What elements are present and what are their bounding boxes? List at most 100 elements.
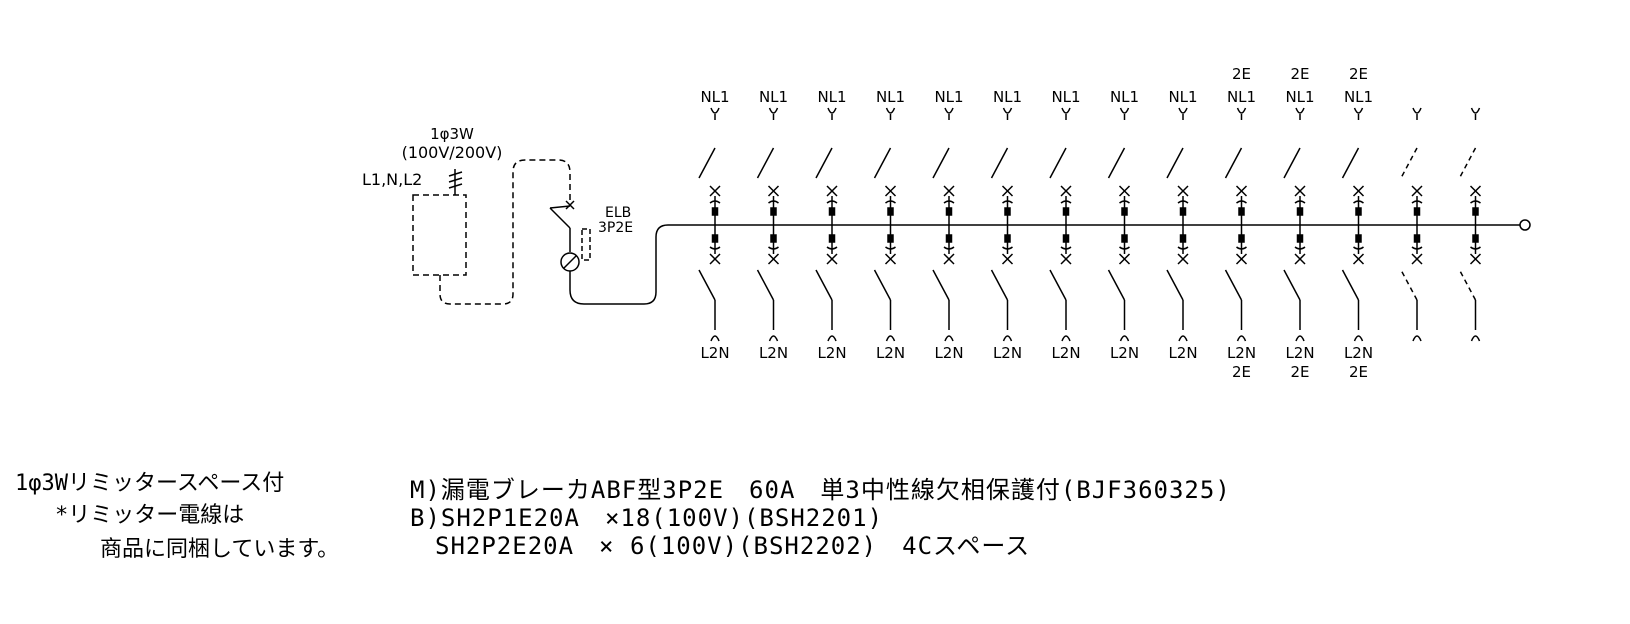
bottom-cross xyxy=(1411,253,1423,265)
top-contact xyxy=(887,207,894,216)
branch-top-label: NL1 xyxy=(700,88,729,106)
bottom-arc xyxy=(1470,246,1481,250)
bottom-cross xyxy=(1469,253,1482,265)
bottom-switch-blade xyxy=(873,269,892,301)
top-arc xyxy=(1353,200,1364,204)
bottom-arc xyxy=(1119,246,1130,250)
top-terminal xyxy=(1061,107,1071,114)
top-switch-blade xyxy=(1400,147,1418,179)
bottom-terminal xyxy=(1295,335,1305,342)
top-contact xyxy=(711,207,719,216)
bottom-terminal xyxy=(1353,335,1364,342)
bottom-cross xyxy=(884,253,897,265)
bottom-cross xyxy=(767,253,780,265)
bottom-contact xyxy=(1179,234,1187,243)
bottom-terminal xyxy=(1470,335,1481,342)
top-cross xyxy=(1352,185,1365,197)
bottom-switch-blade xyxy=(698,269,716,301)
bottom-contact xyxy=(1121,234,1128,243)
branch-bottom-label: L2N xyxy=(700,344,729,362)
top-cross xyxy=(1411,185,1423,197)
top-arc xyxy=(1236,200,1247,204)
bottom-switch-blade xyxy=(756,269,775,301)
top-terminal xyxy=(885,107,896,114)
top-terminal xyxy=(768,107,779,114)
top-switch-blade xyxy=(1166,147,1184,179)
top-cross xyxy=(1235,185,1248,197)
top-contact xyxy=(945,207,953,216)
branch-top-label-2e: 2E xyxy=(1349,65,1368,83)
top-arc xyxy=(1119,200,1130,204)
branch-bottom-label: L2N xyxy=(993,344,1022,362)
branch-top-label-2e: 2E xyxy=(1290,65,1309,83)
bottom-terminal xyxy=(1178,335,1188,342)
bottom-switch-blade xyxy=(815,269,833,301)
main-breaker-label-1: ELB xyxy=(605,205,631,221)
top-terminal xyxy=(944,107,954,114)
bottom-cross xyxy=(1118,253,1131,265)
top-switch-blade xyxy=(1107,147,1126,179)
limiter-space-box xyxy=(412,194,467,276)
top-cross xyxy=(826,185,838,197)
bottom-arc xyxy=(1411,246,1423,250)
bottom-cross xyxy=(1060,253,1072,265)
top-terminal xyxy=(1412,107,1422,114)
bottom-cross xyxy=(826,253,838,265)
bottom-terminal xyxy=(827,335,837,342)
top-cross xyxy=(943,185,955,197)
bottom-cross xyxy=(1235,253,1248,265)
bottom-contact xyxy=(1296,234,1304,243)
top-arc xyxy=(1060,200,1072,204)
branch-bottom-label: L2N xyxy=(934,344,963,362)
bottom-switch-blade xyxy=(1400,269,1418,301)
branch-bottom-label: L2N xyxy=(1285,344,1314,362)
branch-top-label: NL1 xyxy=(759,88,788,106)
bottom-terminal xyxy=(1061,335,1071,342)
three-wire-ticks xyxy=(448,169,463,195)
top-terminal xyxy=(1470,107,1481,114)
branch-bottom-label: L2N xyxy=(876,344,905,362)
top-switch-blade xyxy=(873,147,892,179)
branch-top-label: NL1 xyxy=(876,88,905,106)
top-arc xyxy=(826,200,838,204)
top-terminal xyxy=(1236,107,1247,114)
branch-circuit xyxy=(1400,107,1423,342)
top-contact xyxy=(1355,207,1362,216)
top-terminal xyxy=(1178,107,1188,114)
top-switch-blade xyxy=(1283,147,1301,179)
top-contact xyxy=(770,207,777,216)
bottom-arc xyxy=(1236,246,1247,250)
top-contact xyxy=(1413,207,1421,216)
bottom-cross xyxy=(1001,253,1014,265)
top-switch-blade xyxy=(1049,147,1067,179)
supply-voltage-label: (100V/200V) xyxy=(402,143,503,162)
bottom-terminal xyxy=(885,335,896,342)
bottom-contact xyxy=(1413,234,1421,243)
top-terminal xyxy=(1295,107,1305,114)
top-cross xyxy=(1060,185,1072,197)
branch-bottom-label-2e: 2E xyxy=(1232,363,1251,381)
top-arc xyxy=(768,200,779,204)
bottom-terminal xyxy=(710,335,720,342)
bottom-cross xyxy=(943,253,955,265)
top-contact xyxy=(1179,207,1187,216)
branch-bottom-label: L2N xyxy=(759,344,788,362)
bottom-switch-blade xyxy=(1224,269,1243,301)
bottom-switch-blade xyxy=(1458,269,1477,301)
top-terminal xyxy=(1353,107,1364,114)
supply-lines-label: L1,N,L2 xyxy=(362,170,422,189)
branch-circuit xyxy=(1166,107,1189,342)
branch-top-label: NL1 xyxy=(1168,88,1197,106)
branch-bottom-label: L2N xyxy=(1344,344,1373,362)
top-arc xyxy=(943,200,955,204)
bottom-arc xyxy=(709,246,721,250)
top-cross xyxy=(1294,185,1306,197)
top-contact xyxy=(828,207,836,216)
limiter-note-1: 1φ3Wリミッタースペース付 xyxy=(15,471,284,496)
bottom-contact xyxy=(1004,234,1011,243)
top-switch-blade xyxy=(698,147,716,179)
top-terminal xyxy=(1002,107,1013,114)
branch-bottom-label: L2N xyxy=(1051,344,1080,362)
top-terminal xyxy=(1119,107,1130,114)
bottom-arc xyxy=(885,246,896,250)
